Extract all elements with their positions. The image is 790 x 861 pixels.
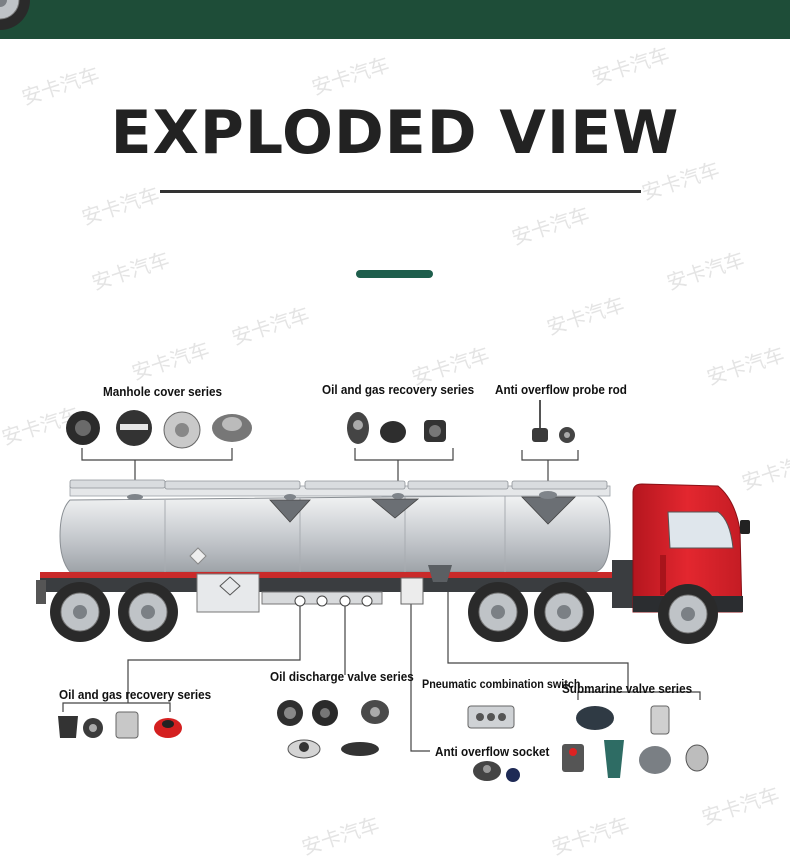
page-title: EXPLODED VIEW xyxy=(110,98,680,168)
oil-gas-recovery-bottom-parts xyxy=(58,711,182,739)
truck-cab xyxy=(612,483,750,613)
label-oil-gas-recovery-bottom: Oil and gas recovery series xyxy=(59,687,212,702)
label-overflow-socket: Anti overflow socket xyxy=(435,744,550,759)
label-manhole-cover: Manhole cover series xyxy=(103,384,223,399)
accent-bar xyxy=(356,270,433,278)
pneumatic-switch-part xyxy=(467,705,515,729)
label-probe-rod: Anti overflow probe rod xyxy=(495,382,627,397)
manhole-cover-parts xyxy=(66,410,252,449)
tank-trailer xyxy=(36,479,620,613)
wheels xyxy=(0,0,719,645)
oil-gas-recovery-top-parts xyxy=(347,412,446,444)
overflow-socket-part xyxy=(473,761,520,782)
discharge-valve-parts xyxy=(277,700,389,759)
header-bar xyxy=(0,0,790,39)
title-underline xyxy=(160,190,641,193)
submarine-valve-parts xyxy=(562,705,709,778)
label-oil-discharge-valve: Oil discharge valve series xyxy=(270,669,414,684)
label-pneumatic-switch: Pneumatic combination switch xyxy=(422,677,581,691)
label-oil-gas-recovery-top: Oil and gas recovery series xyxy=(322,382,475,397)
label-submarine-valve: Submarine valve series xyxy=(562,681,693,696)
probe-rod-parts xyxy=(532,400,575,443)
